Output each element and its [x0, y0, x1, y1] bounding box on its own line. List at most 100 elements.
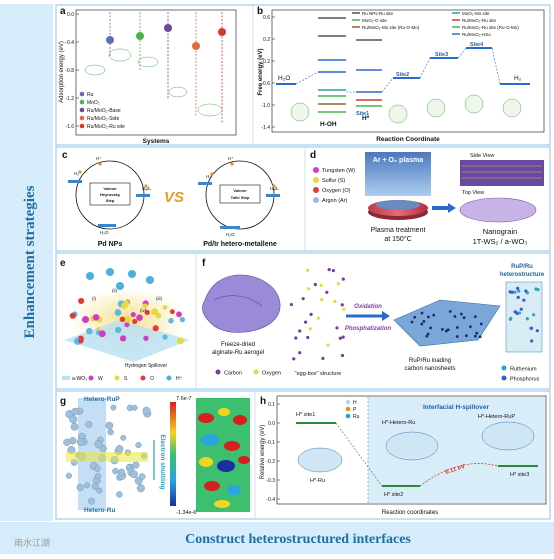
- panel-e-legend-marker: [140, 375, 146, 381]
- panel-f-hetero-atom: [529, 326, 534, 330]
- panel-g-density-blob: [198, 413, 214, 423]
- panel-e-atom: [142, 303, 148, 309]
- panel-e-atom: [92, 314, 100, 321]
- panel-g-atom: [105, 421, 114, 430]
- panel-g-bottom-label: Hetero-Ru: [84, 507, 115, 514]
- panel-e-atom: [162, 334, 168, 340]
- panel-f-eggbox-atom: [320, 298, 324, 302]
- panel-e-atom: [136, 314, 143, 321]
- panel-c-h2o-right: H₂O: [226, 232, 235, 237]
- panel-f-eggbox-atom: [325, 290, 329, 294]
- panel-f-sheet-atom: [425, 334, 429, 338]
- panel-f-hetero-2: heterostructure: [500, 272, 545, 278]
- panel-d-letter: d: [310, 150, 316, 161]
- panel-b-legend-label: MoO₂-Mo site: [462, 11, 490, 16]
- panel-c-surfaces: [68, 180, 280, 229]
- panel-f-eggbox-atom: [331, 269, 335, 273]
- panel-e-atom: [130, 311, 136, 318]
- panel-g-atom: [120, 434, 127, 441]
- panel-b-ytick: -0.2: [261, 59, 270, 65]
- panel-f-sheet-atom: [478, 335, 482, 339]
- panel-a-legend-label: Ru/MoO₂-Base: [87, 108, 121, 114]
- bottom-title: Construct heterostructured interfaces: [185, 532, 411, 547]
- panel-h-ytick: -0.3: [266, 478, 275, 484]
- panel-f-hetero-atom: [508, 290, 512, 294]
- panel-f-sheet-atom: [455, 326, 459, 329]
- panel-h-site2: H* site2: [384, 492, 403, 498]
- panel-g-density-blob: [227, 485, 241, 495]
- panel-b-site1: Site1: [356, 111, 369, 117]
- panel-h-ytick: -0.4: [266, 497, 275, 503]
- panel-h-ytick: 0.0: [268, 421, 275, 427]
- panel-e-atom: [114, 309, 122, 316]
- panel-f-eggbox-atom: [309, 312, 313, 316]
- panel-b-legend-label: MoO₂-O site: [362, 18, 387, 23]
- panel-f-hetero-atom: [519, 307, 523, 311]
- panel-e-atom: [69, 312, 76, 319]
- panel-f-eggbox-atom: [333, 299, 337, 303]
- panel-f-phosphorus: Phosphorus: [510, 377, 540, 383]
- panel-e-legend-label: O: [150, 376, 154, 382]
- panel-e-legend-label: H⁺: [176, 376, 183, 382]
- panel-f-sheet-atom: [479, 322, 483, 326]
- panel-g-atom: [87, 497, 95, 505]
- panel-c-vs: VS: [164, 189, 184, 206]
- panel-f-eggbox: "egg-box" structure: [295, 371, 342, 377]
- panel-b-site4: Site4: [470, 42, 484, 48]
- panel-e-atom: [144, 309, 150, 315]
- bottom-banner: [0, 522, 554, 554]
- panel-e-atom: [123, 299, 130, 306]
- panel-g-density-blob: [204, 481, 220, 491]
- colorbar: [170, 402, 176, 506]
- panel-f-sheet-atom: [426, 332, 430, 336]
- panel-e-legend-label: W: [98, 376, 103, 382]
- panel-b-structures: [290, 94, 522, 124]
- panel-f-eggbox-atom: [321, 356, 325, 360]
- panel-c-h2o-left: H₂O: [100, 230, 109, 235]
- panel-g-atom: [138, 473, 146, 480]
- panel-g-atom: [110, 404, 117, 411]
- panel-a-bubble: [192, 42, 200, 50]
- panel-g-density-blob: [224, 441, 240, 451]
- panel-f-sheet-atom: [420, 311, 424, 315]
- panel-g-atom: [63, 438, 71, 447]
- panel-f-hetero-atom: [513, 310, 517, 314]
- panel-f-phosphatization: Phosphatization: [345, 326, 392, 332]
- panel-f-letter: f: [202, 258, 206, 269]
- panel-e-atom: [124, 322, 130, 328]
- panel-f-oxygen: Oxygen: [262, 371, 281, 377]
- panel-g-atom: [76, 438, 85, 447]
- panel-f-sheet-atom: [473, 334, 477, 338]
- panel-c-hads-left: Hₐdₛ: [142, 186, 151, 191]
- panel-a-legend-marker: [79, 123, 85, 129]
- panel-g-atom: [76, 483, 84, 492]
- panel-c-hplus-right: H⁺: [228, 156, 234, 161]
- panel-a: a Adsorption energy (eV) Systems 0.0-0.4…: [59, 6, 237, 145]
- panel-f-eggbox-atom: [342, 307, 346, 311]
- panel-f-hetero-atom: [532, 313, 536, 317]
- panel-b-legend-label: Ru/MoO₂-Mo site (Ru-O-Mo): [362, 25, 420, 30]
- panel-e-atom: [162, 304, 168, 310]
- panel-g-atom: [136, 484, 145, 493]
- panel-e-atom: [143, 335, 149, 341]
- panel-b-ytick: -0.6: [261, 81, 270, 87]
- panel-g-density-blob: [238, 456, 250, 464]
- panel-f-loading-1: RuP/Ru loading: [409, 358, 451, 364]
- panel-f-sheet-atom: [462, 316, 466, 320]
- panel-e-atom: [151, 308, 159, 316]
- panel-c-letter: c: [62, 150, 68, 161]
- panel-h-struct-2: H*-Hetero-Ru: [382, 420, 415, 426]
- panel-a-legend-label: Ru/MoO₂-Side: [87, 116, 119, 122]
- panel-f-eggbox-atom: [341, 335, 345, 339]
- panel-h-site3: H* site3: [510, 472, 529, 478]
- panel-e-legend-label: a-WO₃: [72, 376, 87, 382]
- panel-c-right-box-1: Volmer: [233, 188, 247, 193]
- panel-c-hads-right: Hₐdₛ: [270, 186, 279, 191]
- panel-e-atom: [152, 325, 159, 332]
- panel-c-left-box-3: Step: [106, 198, 115, 203]
- panel-e-legend-marker: [166, 375, 172, 381]
- panel-d-legend-marker: [313, 197, 319, 203]
- panel-g-atom: [69, 415, 78, 424]
- panel-g-atom: [135, 441, 142, 449]
- panel-f-eggbox-atom: [292, 357, 296, 361]
